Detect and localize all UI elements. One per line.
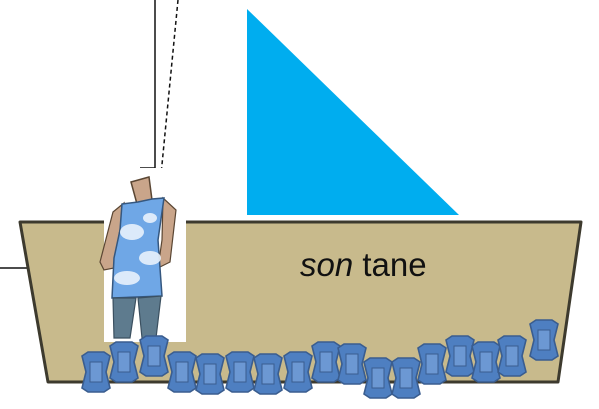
small-figure [226, 352, 254, 392]
sail-shape [247, 9, 459, 215]
small-figure [364, 358, 392, 398]
small-figure [418, 344, 446, 384]
small-figure [392, 358, 420, 398]
person-figure [100, 168, 186, 342]
small-figure [338, 344, 366, 384]
boat-label: son tane [300, 240, 490, 290]
small-figure [498, 336, 526, 376]
solid-pointer-line [140, 0, 155, 168]
small-figure [168, 352, 196, 392]
small-figure [140, 336, 168, 376]
boat-label-italic: son [300, 246, 353, 283]
small-figure [284, 352, 312, 392]
small-figure [254, 354, 282, 394]
boat-label-regular: tane [362, 246, 426, 283]
small-figure [196, 354, 224, 394]
small-figure [530, 320, 558, 360]
small-figure [446, 336, 474, 376]
small-figure [472, 342, 500, 382]
small-figure [82, 352, 110, 392]
small-figure [312, 342, 340, 382]
dashed-pointer-line [160, 0, 178, 185]
small-figure [110, 342, 138, 382]
